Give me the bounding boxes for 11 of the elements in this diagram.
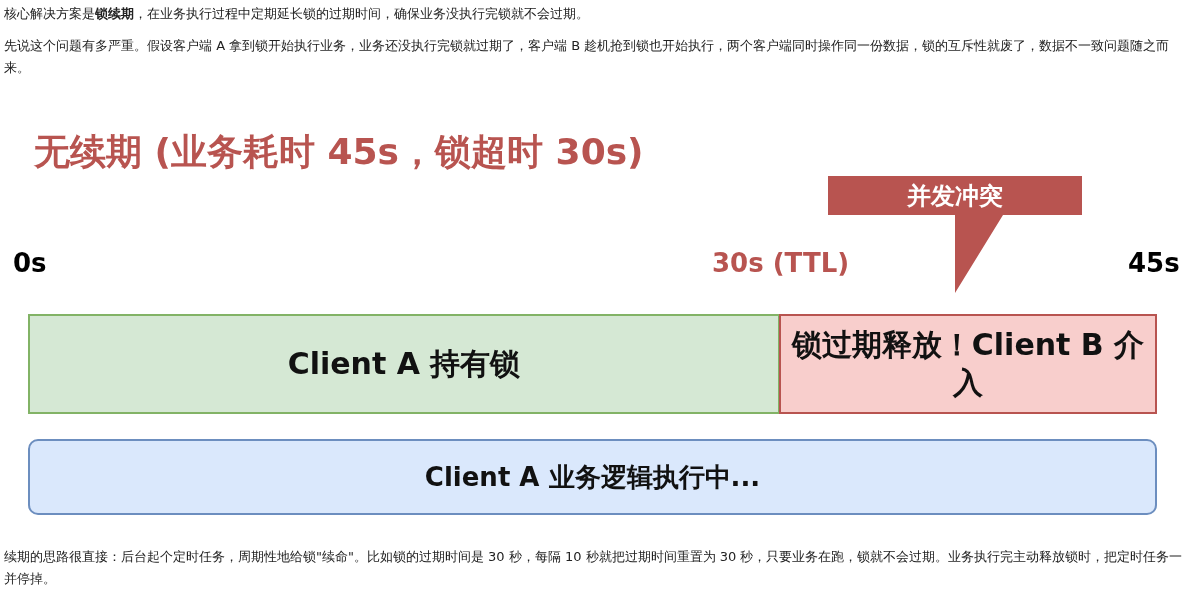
lock-expired-bar: 锁过期释放！Client B 介入 bbox=[779, 314, 1157, 414]
business-logic-bar: Client A 业务逻辑执行中... bbox=[28, 439, 1157, 515]
time-label: 0s bbox=[13, 248, 47, 278]
diagram-title: 无续期 (业务耗时 45s，锁超时 30s) bbox=[34, 130, 644, 174]
callout-text: 并发冲突 bbox=[906, 180, 1004, 212]
time-label: 30s (TTL) bbox=[712, 248, 850, 278]
lock-held-bar: Client A 持有锁 bbox=[28, 314, 780, 414]
time-label: 45s bbox=[1128, 248, 1180, 278]
note-paragraph: 续期的思路很直接：后台起个定时任务，周期性地给锁"续命"。比如锁的过期时间是 30 秒，每隔 10 秒就把过期时间重置为 30 秒，只要业务在跑，锁就不会过期。业务执行完主动释放锁时，把定时任务一并停掉。 bbox=[4, 548, 1184, 588]
intro-paragraph: 核心解决方案是锁续期，在业务执行过程中定期延长锁的过期时间，确保业务没执行完锁就不会过期。 bbox=[4, 5, 590, 23]
intro-paragraph: 先说这个问题有多严重。假设客户端 A 拿到锁开始执行业务，业务还没执行完锁就过期了，客户端 B 趁机抢到锁也开始执行，两个客户端同时操作同一份数据，锁的互斥性就废了，数据不一致问题随之而来。 bbox=[4, 37, 1171, 77]
